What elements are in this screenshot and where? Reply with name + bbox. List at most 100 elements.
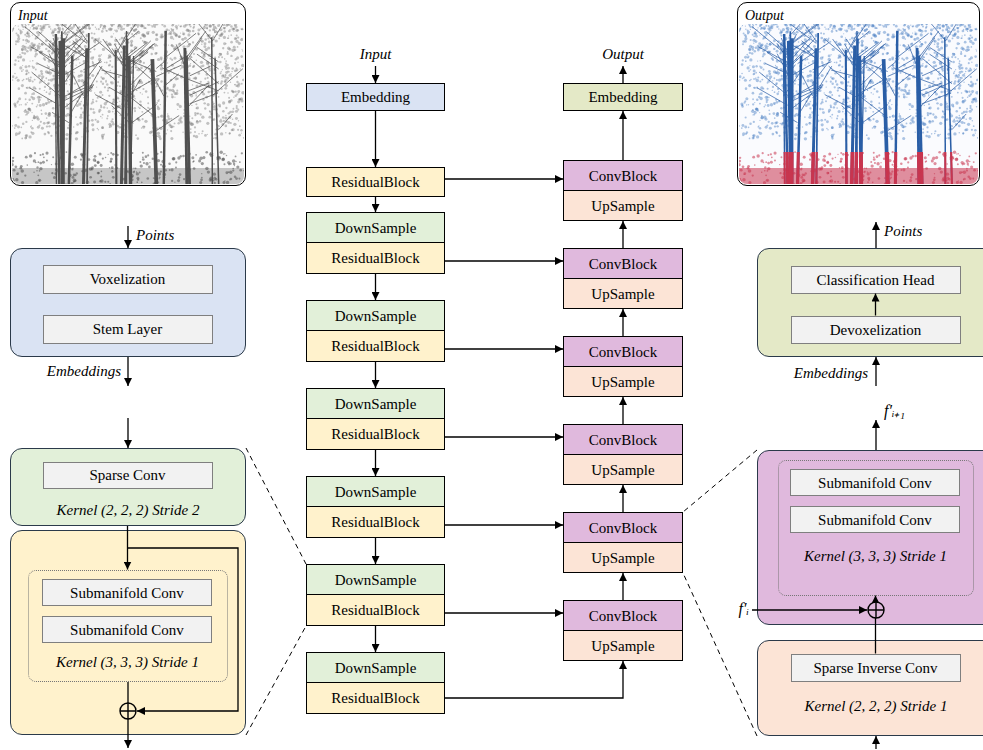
foliage-point	[175, 34, 176, 35]
foliage-point	[119, 39, 121, 41]
layer-box: Classification Head	[791, 266, 961, 294]
foliage-point	[174, 97, 175, 98]
ground-point	[202, 156, 205, 159]
ground-point	[33, 171, 34, 172]
foliage-point	[228, 100, 231, 103]
foliage-point	[228, 132, 230, 134]
foliage-point	[37, 25, 39, 27]
ground-point	[230, 178, 233, 181]
ground-point	[12, 157, 14, 159]
foliage-point	[195, 135, 198, 138]
foliage-point	[133, 107, 136, 110]
foliage-point	[240, 38, 243, 41]
foliage-point	[171, 24, 173, 26]
foliage-point	[33, 29, 34, 30]
ground-point	[107, 181, 109, 183]
ground-point	[16, 174, 17, 175]
foliage-point	[108, 64, 110, 66]
foliage-point	[192, 30, 195, 33]
ground-point	[154, 182, 155, 183]
foliage-point	[97, 128, 99, 130]
connector-arrow	[375, 450, 376, 476]
foliage-point	[191, 105, 192, 106]
ground-point	[160, 151, 162, 153]
foliage-point	[47, 65, 48, 66]
box-label: UpSample	[591, 197, 654, 215]
foliage-point	[241, 29, 243, 31]
ground-point	[105, 157, 107, 159]
ground-point	[153, 177, 155, 179]
foliage-point	[184, 37, 187, 40]
ground-point	[73, 179, 76, 182]
foliage-point	[78, 102, 81, 105]
foliage-point	[235, 38, 237, 40]
connector-arrow	[445, 524, 563, 525]
ground-point	[241, 152, 243, 154]
foliage-point	[110, 35, 113, 38]
foliage-point	[135, 66, 137, 68]
foliage-point	[25, 98, 27, 100]
foliage-point	[141, 34, 144, 37]
box-label: UpSample	[591, 461, 654, 479]
residual-block-box: ResidualBlock	[306, 242, 445, 274]
foliage-point	[200, 61, 203, 64]
foliage-point	[142, 118, 144, 120]
ground-point	[235, 161, 236, 162]
ground-point	[74, 174, 76, 176]
foliage-point	[29, 60, 30, 61]
foliage-point	[217, 24, 220, 27]
foliage-point	[14, 105, 17, 108]
foliage-point	[235, 85, 237, 87]
foliage-point	[237, 90, 240, 93]
zoom-leader	[683, 573, 757, 736]
embedding-box: Embedding	[306, 83, 445, 111]
foliage-point	[230, 41, 233, 44]
foliage-point	[206, 122, 209, 125]
foliage-point	[196, 107, 199, 110]
foliage-point	[112, 118, 114, 120]
foliage-point	[52, 107, 54, 109]
foliage-point	[29, 110, 31, 112]
ground-point	[218, 156, 221, 159]
foliage-point	[25, 65, 28, 68]
ground-point	[20, 169, 24, 173]
foliage-point	[240, 28, 241, 29]
foliage-point	[27, 40, 30, 43]
foliage-point	[209, 29, 211, 31]
foliage-point	[62, 28, 64, 30]
foliage-point	[104, 28, 106, 30]
foliage-point	[100, 116, 102, 118]
convblock-box: ConvBlock	[563, 600, 683, 631]
ground-point	[201, 177, 203, 179]
box-label: ResidualBlock	[331, 601, 419, 619]
ground-point	[123, 178, 126, 181]
foliage-point	[98, 28, 100, 30]
branch	[190, 58, 219, 83]
foliage-point	[92, 128, 95, 131]
foliage-point	[115, 29, 118, 32]
branch	[190, 66, 210, 75]
foliage-point	[30, 76, 32, 78]
foliage-point	[48, 125, 50, 127]
foliage-point	[22, 58, 25, 61]
foliage-point	[29, 49, 32, 52]
foliage-point	[149, 131, 152, 134]
foliage-point	[177, 122, 179, 124]
foliage-point	[15, 59, 17, 61]
foliage-point	[120, 123, 121, 124]
foliage-point	[221, 77, 222, 78]
foliage-point	[25, 121, 27, 123]
layer-box: Submanifold Conv	[42, 579, 212, 606]
foliage-point	[32, 34, 33, 35]
trunk	[121, 45, 124, 184]
foliage-point	[57, 31, 60, 34]
box-label: Submanifold Conv	[70, 584, 184, 602]
foliage-point	[176, 27, 178, 29]
foliage-point	[173, 126, 175, 128]
ground-point	[97, 162, 100, 165]
foliage-point	[236, 93, 238, 95]
foliage-point	[236, 76, 238, 78]
foliage-point	[111, 120, 113, 122]
foliage-point	[203, 102, 205, 104]
trunk	[152, 59, 156, 184]
